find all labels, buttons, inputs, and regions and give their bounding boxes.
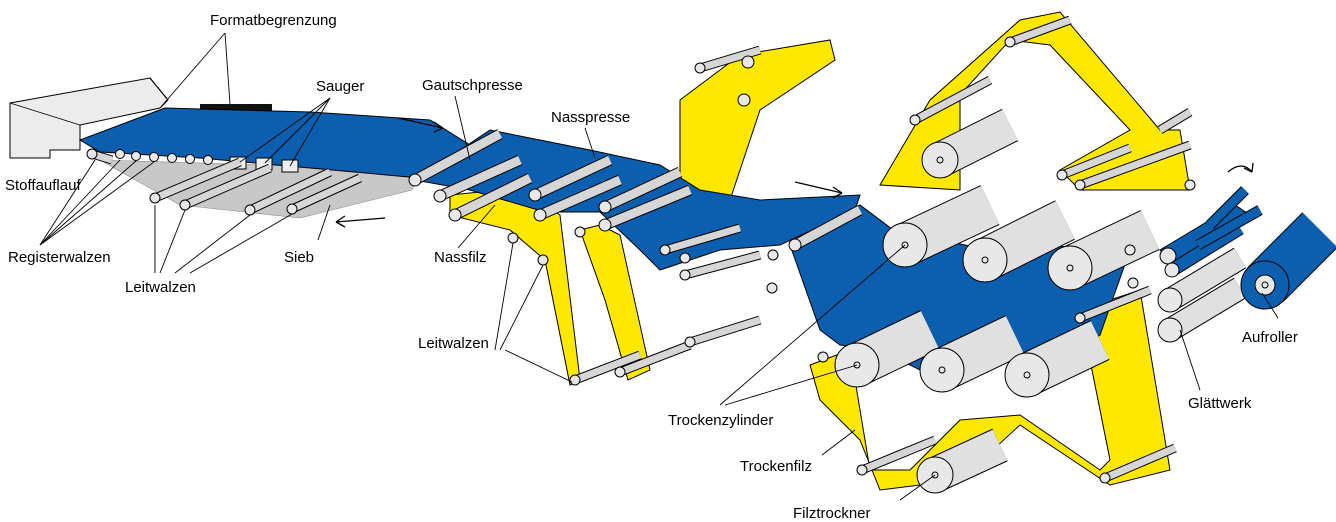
label-formatbegrenzung: Formatbegrenzung <box>210 12 337 29</box>
label-leitwalzen-press: Leitwalzen <box>418 335 489 352</box>
label-nassfilz: Nassfilz <box>434 249 487 266</box>
label-trockenfilz: Trockenfilz <box>740 458 812 475</box>
label-sieb: Sieb <box>284 249 314 266</box>
label-sauger: Sauger <box>316 78 364 95</box>
label-nasspresse: Nasspresse <box>551 109 630 126</box>
reel-roll <box>1241 230 1320 309</box>
label-stoffauflauf: Stoffauflauf <box>5 177 81 194</box>
label-glaettwerk: Glättwerk <box>1188 395 1252 412</box>
label-trockenzylinder: Trockenzylinder <box>668 412 773 429</box>
label-filztrockner: Filztrockner <box>793 505 871 522</box>
label-aufroller: Aufroller <box>1242 329 1298 346</box>
label-leitwalzen-forming: Leitwalzen <box>125 279 196 296</box>
calender-stack <box>1158 190 1260 342</box>
wet-felt-1 <box>450 188 580 385</box>
label-registerwalzen: Registerwalzen <box>8 249 111 266</box>
label-gautschpresse: Gautschpresse <box>422 77 523 94</box>
